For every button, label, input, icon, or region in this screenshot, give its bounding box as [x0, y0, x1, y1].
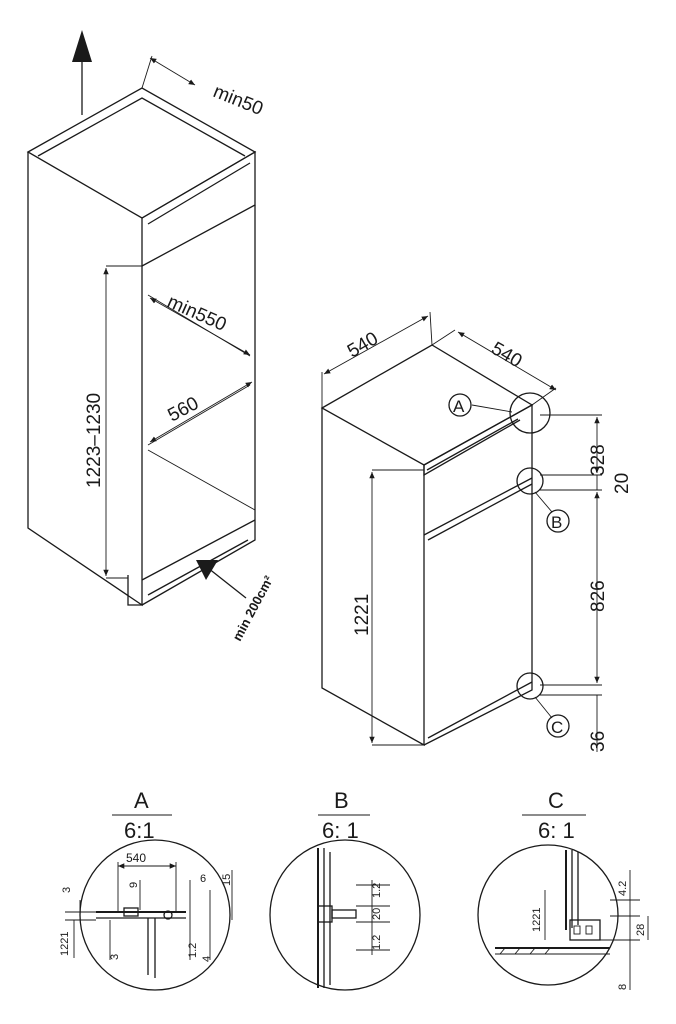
detail-c-label-4-2: 4.2 [617, 881, 629, 896]
dim-bottom-label: 36 [588, 731, 609, 752]
detail-a-letter: A [134, 788, 149, 813]
airflow-up-arrow-icon [72, 30, 92, 115]
dim-mid-label: 826 [588, 580, 609, 612]
detail-b-label-20: 20 [371, 908, 383, 920]
detail-c-label-28: 28 [635, 924, 647, 936]
detail-a-label-1221: 1221 [59, 932, 71, 956]
appliance-fridge: 540 540 1221 328 20 826 36 A B [320, 311, 633, 752]
vent-area-label: min 200cm² [229, 573, 276, 644]
appliance-width-label: 540 [344, 328, 382, 362]
dim-top-label: 328 [588, 444, 609, 476]
appliance-height-label: 1221 [352, 594, 373, 636]
detail-b: B 6: 1 1.2 20 1.2 [269, 788, 421, 991]
marker-b: B [551, 513, 562, 532]
detail-c-letter: C [548, 788, 564, 813]
niche-depth-label: min550 [164, 291, 229, 336]
detail-a-label-1-2: 1.2 [187, 943, 199, 958]
detail-c-label-8: 8 [617, 984, 629, 990]
detail-c-label-1221: 1221 [531, 908, 543, 932]
appliance-depth-label: 540 [488, 338, 526, 372]
detail-a-label-15: 15 [221, 874, 233, 886]
detail-c-scale: 6: 1 [538, 818, 575, 843]
detail-a-label-540: 540 [126, 851, 146, 865]
marker-a: A [453, 397, 465, 416]
niche-width-label: 560 [164, 393, 202, 426]
niche-height-label: 1223–1230 [84, 393, 105, 488]
detail-a-label-6: 6 [200, 873, 206, 885]
detail-a: A 6:1 540 3 9 6 15 1221 3 1.2 4 [59, 788, 233, 991]
dim-gap-label: 20 [612, 473, 633, 494]
detail-c: C 6: 1 1221 4.2 28 8 [477, 788, 649, 990]
marker-c: C [551, 718, 563, 737]
detail-b-label-1-2-bottom: 1.2 [371, 935, 383, 950]
vent-arrow-icon [196, 560, 247, 599]
detail-a-label-3-bottom: 3 [109, 954, 121, 960]
detail-b-label-1-2-top: 1.2 [371, 883, 383, 898]
detail-b-letter: B [334, 788, 349, 813]
detail-b-scale: 6: 1 [322, 818, 359, 843]
detail-a-scale: 6:1 [124, 818, 155, 843]
detail-a-label-3-top: 3 [61, 887, 73, 893]
niche-cabinet: min50 min550 560 1223–1230 min 200cm² [26, 30, 277, 644]
niche-top-gap-label: min50 [210, 81, 266, 120]
detail-a-label-4: 4 [201, 956, 213, 962]
detail-a-label-9: 9 [128, 882, 140, 888]
